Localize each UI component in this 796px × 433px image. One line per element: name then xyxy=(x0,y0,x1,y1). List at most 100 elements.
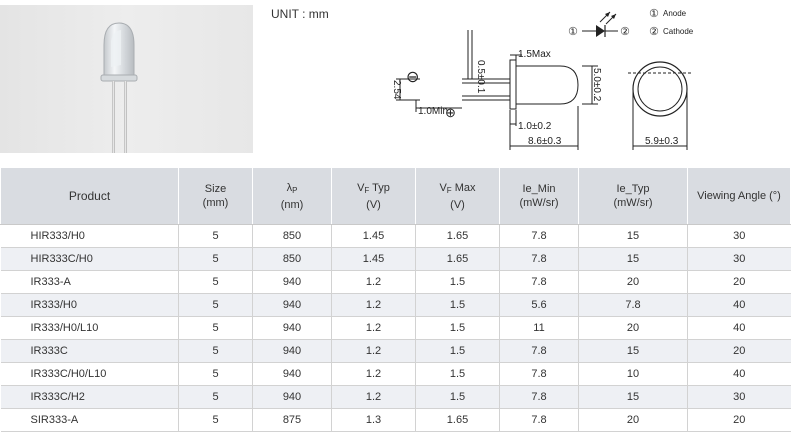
legend-cathode: Cathode xyxy=(663,27,694,36)
cell-viewing-angle: 20 xyxy=(687,339,791,363)
header-ie-min: Ie_Min(mW/sr) xyxy=(499,167,579,225)
side-view xyxy=(396,30,598,150)
dim-flange-diameter: 5.9±0.3 xyxy=(645,136,679,147)
cell-ie-typ: 7.8 xyxy=(578,293,688,317)
dim-length: 8.6±0.3 xyxy=(528,136,562,147)
symbol-cathode-number: ② xyxy=(620,26,630,38)
pin-legend: ① Anode ② Cathode xyxy=(649,8,694,38)
cell-wavelength: 940 xyxy=(252,362,332,386)
cell-product: IR333C/H0/L10 xyxy=(0,362,179,386)
cell-wavelength: 850 xyxy=(252,224,332,248)
cell-wavelength: 940 xyxy=(252,385,332,409)
cell-ie-typ: 15 xyxy=(578,247,688,271)
cell-wavelength: 940 xyxy=(252,270,332,294)
diode-symbol: ① ② xyxy=(568,11,630,38)
cell-product: IR333/H0 xyxy=(0,293,179,317)
cell-product: IR333/H0/L10 xyxy=(0,316,179,340)
header-vf-max: VF Max(V) xyxy=(415,167,500,225)
dim-flange: 1.5Max xyxy=(518,49,551,60)
cell-ie-min: 5.6 xyxy=(499,293,579,317)
cell-ie-min: 7.8 xyxy=(499,339,579,363)
cell-wavelength: 940 xyxy=(252,316,332,340)
cell-wavelength: 850 xyxy=(252,247,332,271)
header-viewing-angle: Viewing Angle (°) xyxy=(687,167,791,225)
cell-ie-typ: 15 xyxy=(578,339,688,363)
cell-vf-typ: 1.2 xyxy=(331,339,416,363)
dim-lead-offset: 0.5±0.1 xyxy=(475,60,486,94)
cell-ie-min: 7.8 xyxy=(499,362,579,386)
cell-vf-typ: 1.45 xyxy=(331,247,416,271)
cell-vf-typ: 1.2 xyxy=(331,385,416,409)
cell-viewing-angle: 30 xyxy=(687,224,791,248)
cell-vf-max: 1.5 xyxy=(415,293,500,317)
cell-viewing-angle: 40 xyxy=(687,362,791,386)
legend-anode: Anode xyxy=(663,9,687,18)
cell-viewing-angle: 40 xyxy=(687,293,791,317)
header-ie-typ: Ie_Typ(mW/sr) xyxy=(578,167,688,225)
cell-ie-min: 7.8 xyxy=(499,270,579,294)
cell-vf-typ: 1.2 xyxy=(331,270,416,294)
unit-label: UNIT : mm xyxy=(271,7,329,21)
cell-size: 5 xyxy=(178,385,253,409)
cell-ie-min: 11 xyxy=(499,316,579,340)
cell-viewing-angle: 20 xyxy=(687,408,791,432)
spec-table: Product Size(mm) λP(nm) VF Typ(V) VF Max… xyxy=(0,167,791,432)
cell-product: IR333C xyxy=(0,339,179,363)
cell-vf-max: 1.5 xyxy=(415,270,500,294)
cell-vf-max: 1.65 xyxy=(415,224,500,248)
dim-body-diameter: 5.0±0.2 xyxy=(591,68,602,102)
cell-product: IR333C/H2 xyxy=(0,385,179,409)
pin-plus-marker: ⊕ xyxy=(445,105,456,120)
cell-ie-min: 7.8 xyxy=(499,224,579,248)
cell-size: 5 xyxy=(178,224,253,248)
dim-flange-length: 1.0±0.2 xyxy=(518,121,552,132)
cell-vf-typ: 1.3 xyxy=(331,408,416,432)
cell-ie-min: 7.8 xyxy=(499,385,579,409)
cell-viewing-angle: 30 xyxy=(687,385,791,409)
cell-wavelength: 940 xyxy=(252,293,332,317)
cell-ie-typ: 15 xyxy=(578,224,688,248)
cell-size: 5 xyxy=(178,408,253,432)
cell-vf-max: 1.5 xyxy=(415,339,500,363)
front-view xyxy=(628,61,692,150)
cell-ie-typ: 10 xyxy=(578,362,688,386)
cell-ie-min: 7.8 xyxy=(499,247,579,271)
dimension-drawing: ① ② ① Anode ② Cathode xyxy=(391,8,694,150)
cell-viewing-angle: 30 xyxy=(687,247,791,271)
cell-viewing-angle: 20 xyxy=(687,270,791,294)
pin-minus-marker: ⊖ xyxy=(406,69,419,86)
cell-wavelength: 940 xyxy=(252,339,332,363)
cell-size: 5 xyxy=(178,339,253,363)
dim-pitch: 2.54 xyxy=(391,80,402,100)
cell-vf-max: 1.65 xyxy=(415,408,500,432)
led-photo-illustration xyxy=(100,22,138,153)
table-header-row: Product Size(mm) λP(nm) VF Typ(V) VF Max… xyxy=(0,167,791,225)
cell-product: IR333-A xyxy=(0,270,179,294)
cell-vf-typ: 1.45 xyxy=(331,224,416,248)
dim-lead-min: 1.0Min xyxy=(418,106,448,117)
product-photo xyxy=(0,5,253,153)
cell-vf-max: 1.65 xyxy=(415,247,500,271)
cell-ie-typ: 20 xyxy=(578,408,688,432)
cell-size: 5 xyxy=(178,293,253,317)
cell-size: 5 xyxy=(178,316,253,340)
header-size: Size(mm) xyxy=(178,167,253,225)
legend-cathode-number: ② xyxy=(649,26,659,38)
header-product: Product xyxy=(0,167,179,225)
cell-vf-max: 1.5 xyxy=(415,385,500,409)
cell-ie-typ: 20 xyxy=(578,316,688,340)
cell-ie-min: 7.8 xyxy=(499,408,579,432)
cell-ie-typ: 15 xyxy=(578,385,688,409)
cell-size: 5 xyxy=(178,362,253,386)
cell-vf-max: 1.5 xyxy=(415,316,500,340)
header-vf-typ: VF Typ(V) xyxy=(331,167,416,225)
cell-product: HIR333/H0 xyxy=(0,224,179,248)
cell-product: SIR333-A xyxy=(0,408,179,432)
